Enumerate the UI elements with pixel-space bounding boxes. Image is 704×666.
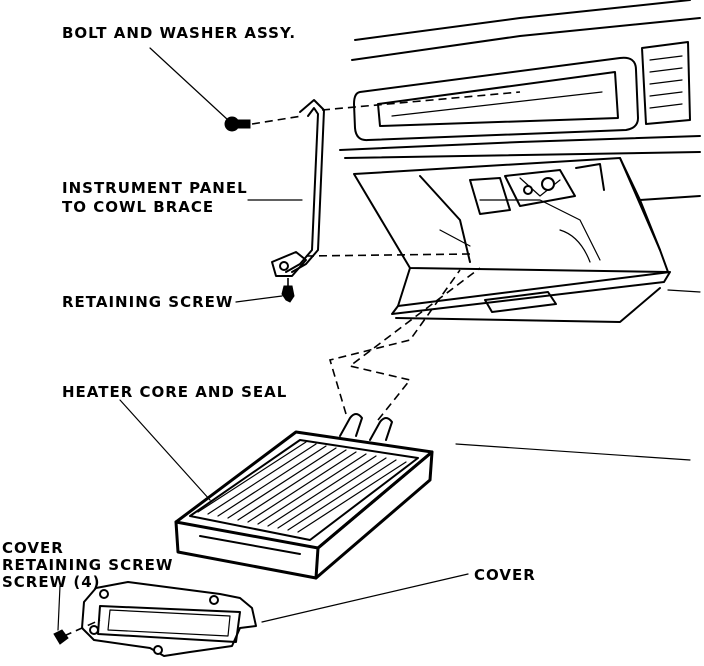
heater-core-path-lines xyxy=(328,267,481,421)
heater-core-and-seal xyxy=(174,413,434,580)
label-cover-screw-line3: SCREW (4) xyxy=(2,573,101,591)
bolt-and-washer-assembly xyxy=(224,91,521,132)
leader-lines xyxy=(57,47,469,631)
dash-vent xyxy=(641,41,691,125)
instrument-panel-to-cowl-brace xyxy=(271,99,325,277)
label-retaining-screw: RETAINING SCREW xyxy=(62,293,233,311)
retaining-screw-part xyxy=(281,278,295,303)
heater-housing-opening xyxy=(353,157,701,323)
label-cover-screw-line2: RETAINING SCREW xyxy=(2,556,173,574)
core-fins xyxy=(197,441,407,533)
cover-retaining-screw-part xyxy=(53,619,101,645)
label-cover: COVER xyxy=(474,566,536,584)
instrument-panel xyxy=(339,0,701,159)
label-brace-line2: TO COWL BRACE xyxy=(62,198,214,216)
label-cover-screw-line1: COVER xyxy=(2,539,64,557)
label-bolt-and-washer: BOLT AND WASHER ASSY. xyxy=(62,24,296,42)
cover-part xyxy=(81,581,257,657)
label-heater-core: HEATER CORE AND SEAL xyxy=(62,383,287,401)
label-brace-line1: INSTRUMENT PANEL xyxy=(62,179,248,197)
